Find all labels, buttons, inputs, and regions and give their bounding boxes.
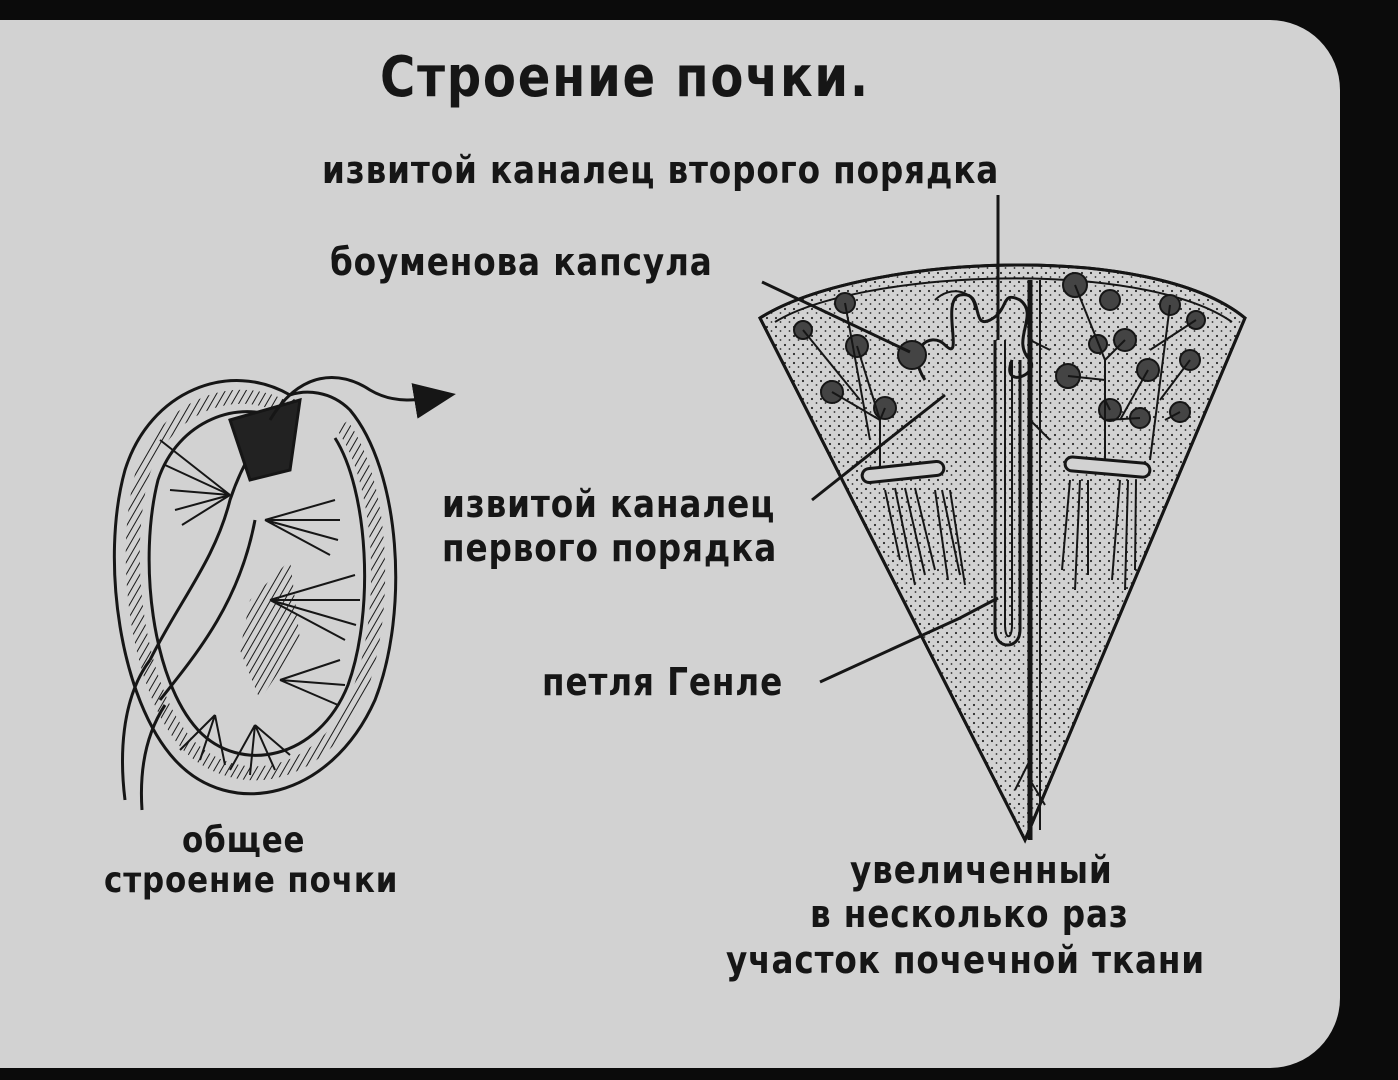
- leader-tubule-first: [811, 393, 946, 502]
- leader-lines: [761, 195, 1000, 684]
- tissue-sector: [758, 263, 1247, 844]
- caption-general-2: строение почки: [104, 860, 399, 901]
- leader-bowman-capsule: [761, 280, 911, 354]
- page-title: Строение почки.: [380, 45, 870, 110]
- label-tubule-first-order-2: первого порядка: [442, 526, 778, 570]
- label-tubule-second-order: извитой каналец второго порядка: [322, 148, 1000, 192]
- label-henle-loop: петля Генле: [542, 660, 784, 704]
- kidney-overview: [112, 376, 456, 811]
- caption-enlarged-3: участок почечной ткани: [726, 938, 1206, 982]
- label-tubule-first-order-1: извитой каналец: [442, 482, 776, 526]
- leader-henle-loop: [819, 596, 999, 684]
- caption-enlarged-2: в несколько раз: [810, 892, 1129, 936]
- caption-enlarged-1: увеличенный: [850, 848, 1113, 892]
- caption-general-1: общее: [182, 820, 306, 861]
- label-bowman-capsule: боуменова капсула: [330, 240, 713, 284]
